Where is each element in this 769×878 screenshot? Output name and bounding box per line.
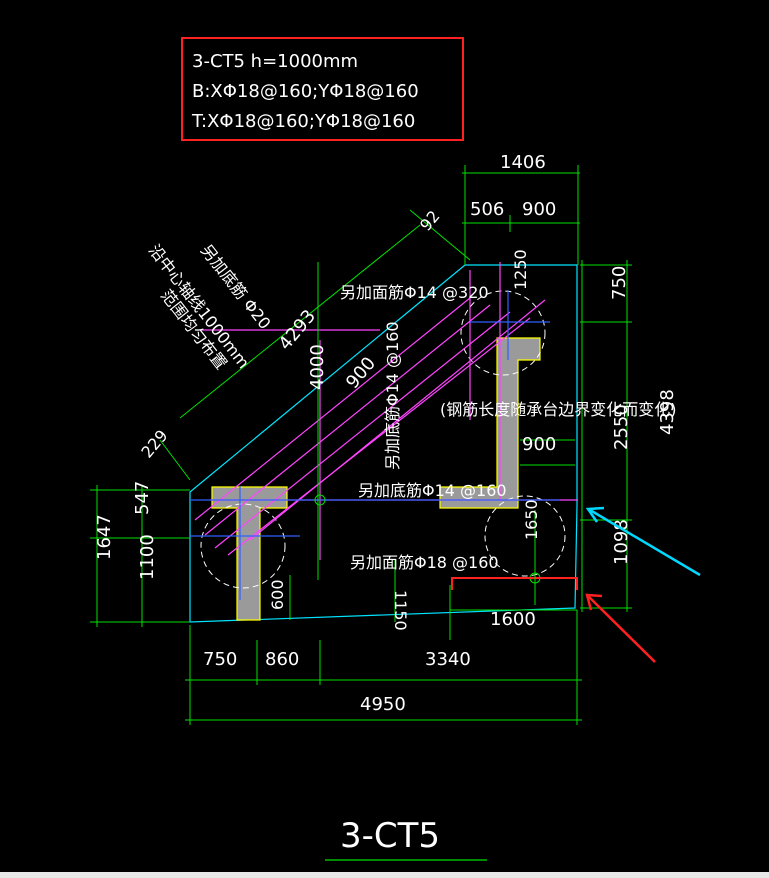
column-l-shape bbox=[439, 337, 541, 509]
note-length-varies: (钢筋长度随承台边界变化而变化) bbox=[440, 400, 677, 419]
dim-2550: 2550 bbox=[611, 404, 632, 450]
dim-229: 229 bbox=[137, 426, 171, 462]
note-center-axis: 沿中心轴线1000mm bbox=[145, 241, 253, 372]
note-bottom-phi14-160-h: 另加底筋Φ14 @160 bbox=[358, 481, 507, 500]
dim-1650: 1650 bbox=[522, 499, 541, 540]
dim-1600: 1600 bbox=[490, 609, 536, 630]
dim-4950: 4950 bbox=[360, 694, 406, 715]
dim-750-right: 750 bbox=[609, 266, 630, 300]
dim-900-right: 900 bbox=[522, 434, 556, 455]
note-face-phi18-160: 另加面筋Φ18 @160 bbox=[350, 553, 499, 572]
pile-circle-right-top bbox=[460, 290, 546, 376]
dim-860: 860 bbox=[265, 649, 299, 670]
dim-1150: 1150 bbox=[391, 590, 410, 631]
dim-1250: 1250 bbox=[511, 249, 530, 290]
dim-3340: 3340 bbox=[425, 649, 471, 670]
dim-600: 600 bbox=[268, 579, 287, 610]
dim-750-bottom: 750 bbox=[203, 649, 237, 670]
spec-top-rebar: T:XΦ18@160;YΦ18@160 bbox=[191, 111, 415, 132]
pile-circle-right-bottom bbox=[484, 495, 566, 577]
spec-title: 3-CT5 h=1000mm bbox=[192, 51, 358, 72]
dim-4000: 4000 bbox=[307, 344, 328, 390]
spec-box-frame bbox=[181, 37, 464, 141]
dim-92: 92 bbox=[416, 207, 444, 235]
cyan-arrow-icon bbox=[585, 506, 701, 577]
dim-1100: 1100 bbox=[137, 534, 158, 580]
dimension-lines bbox=[90, 165, 632, 725]
dim-1406: 1406 bbox=[500, 152, 546, 173]
node-mid bbox=[314, 494, 326, 506]
dim-900-diag: 900 bbox=[342, 353, 380, 393]
column-t-shape bbox=[211, 486, 288, 621]
dim-900-top: 900 bbox=[522, 199, 556, 220]
red-arrow-icon bbox=[585, 593, 656, 663]
drawing-title: 3-CT5 bbox=[340, 816, 440, 856]
center-axes bbox=[190, 290, 560, 600]
pile-circle-left bbox=[200, 503, 286, 589]
dim-1098: 1098 bbox=[611, 519, 632, 565]
dim-506: 506 bbox=[470, 199, 504, 220]
dim-547: 547 bbox=[132, 481, 153, 515]
note-face-phi14-320: 另加面筋Φ14 @320 bbox=[340, 283, 489, 302]
highlight-bracket bbox=[451, 577, 578, 590]
spec-bottom-rebar: B:XΦ18@160;YΦ18@160 bbox=[192, 81, 419, 102]
dim-4398: 4398 bbox=[657, 389, 678, 435]
note-bottom-phi14-160-v: 另加底筋Φ14 @160 bbox=[383, 321, 402, 470]
status-bar bbox=[0, 872, 769, 878]
dim-1647: 1647 bbox=[94, 514, 115, 560]
